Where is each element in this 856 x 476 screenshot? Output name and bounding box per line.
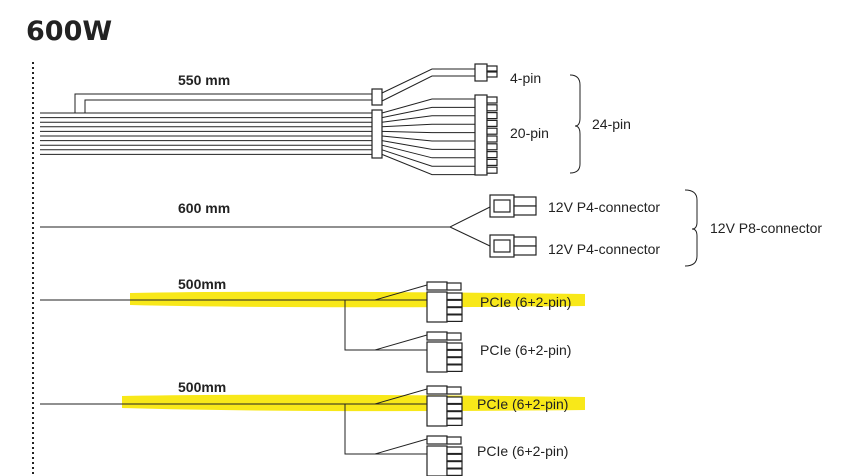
page-title: 600W bbox=[26, 16, 112, 47]
wire bbox=[40, 140, 475, 150]
wire bbox=[40, 206, 491, 247]
pin bbox=[486, 96, 498, 104]
connector-label: 4-pin bbox=[510, 70, 541, 86]
connector-body bbox=[426, 291, 448, 323]
group-label: 12V P8-connector bbox=[710, 220, 822, 236]
pin bbox=[486, 135, 498, 143]
pin bbox=[486, 104, 498, 112]
pin bbox=[446, 453, 463, 462]
pin bbox=[446, 461, 463, 469]
brace bbox=[569, 74, 581, 174]
wire-bundle bbox=[40, 98, 475, 176]
cable-length: 550 mm bbox=[178, 72, 230, 88]
connector-label: 20-pin bbox=[510, 125, 549, 141]
latch bbox=[426, 435, 448, 445]
connector-pcie bbox=[426, 385, 463, 427]
pin bbox=[446, 436, 462, 445]
pin bbox=[446, 349, 463, 358]
connector-p4 bbox=[489, 234, 537, 258]
wire-4pin bbox=[381, 68, 475, 102]
pin bbox=[446, 357, 463, 365]
pin bbox=[486, 127, 498, 135]
connector-pcie bbox=[426, 331, 463, 373]
cable-length: 500mm bbox=[178, 379, 226, 395]
pin bbox=[486, 119, 498, 128]
wire bbox=[40, 135, 475, 142]
pin bbox=[446, 403, 463, 412]
pin bbox=[446, 282, 462, 291]
pin bbox=[446, 299, 463, 308]
wire bbox=[40, 284, 428, 351]
pin bbox=[446, 307, 463, 315]
pin bbox=[486, 143, 498, 151]
latch bbox=[426, 331, 448, 341]
wire bbox=[40, 153, 475, 176]
connector-label: PCIe (6+2-pin) bbox=[477, 396, 568, 412]
pin bbox=[446, 342, 463, 351]
cable-24pin: 550 mm 4-pin 20-pin 24-pin bbox=[40, 63, 631, 176]
connector-body bbox=[426, 395, 448, 427]
connector-body bbox=[426, 341, 448, 373]
pin bbox=[446, 332, 462, 341]
pin bbox=[446, 386, 462, 395]
pin bbox=[446, 446, 463, 455]
pin bbox=[446, 468, 463, 476]
wire bbox=[40, 123, 475, 128]
connector-p4 bbox=[489, 194, 537, 218]
wire bbox=[40, 149, 475, 167]
connector-body bbox=[426, 445, 448, 476]
connector-label: PCIe (6+2-pin) bbox=[480, 342, 571, 358]
connector-label: 12V P4-connector bbox=[548, 241, 660, 257]
cable-pcie-2: 500mm PCIe (6+2-pin) PCIe (6+2-pin) bbox=[40, 379, 585, 476]
wire bbox=[40, 388, 428, 455]
pin bbox=[446, 396, 463, 405]
brace bbox=[684, 189, 698, 267]
pin bbox=[446, 292, 463, 301]
connector-pcie bbox=[426, 435, 463, 476]
group-label: 24-pin bbox=[592, 116, 631, 132]
pin bbox=[486, 166, 498, 174]
wire bbox=[40, 130, 475, 134]
pins bbox=[486, 65, 498, 78]
connector-label: 12V P4-connector bbox=[548, 199, 660, 215]
pin bbox=[446, 411, 463, 419]
wire bbox=[40, 115, 475, 123]
wire-clip bbox=[371, 88, 383, 106]
pin bbox=[446, 364, 463, 372]
pin bbox=[486, 158, 498, 166]
connector-label: PCIe (6+2-pin) bbox=[477, 443, 568, 459]
pin bbox=[486, 71, 498, 78]
connector-4pin bbox=[474, 63, 488, 82]
wire bbox=[40, 144, 475, 159]
cable-pcie-1: 500mm PCIe (6+2-pin) PCIe (6+2-pin) bbox=[40, 276, 585, 373]
pins bbox=[486, 96, 498, 174]
pin bbox=[486, 65, 498, 72]
cable-p8: 600 mm 12V P4-connector 12V P4-connector… bbox=[40, 189, 822, 267]
connector-label: PCIe (6+2-pin) bbox=[480, 294, 571, 310]
pin bbox=[446, 314, 463, 322]
wire bbox=[40, 106, 475, 119]
cable-length: 500mm bbox=[178, 276, 226, 292]
wire bbox=[40, 98, 475, 114]
cable-length: 600 mm bbox=[178, 200, 230, 216]
connector-pcie bbox=[426, 281, 463, 323]
pin bbox=[446, 418, 463, 426]
pin bbox=[486, 111, 498, 120]
latch bbox=[426, 385, 448, 395]
highlight bbox=[122, 394, 585, 412]
latch bbox=[426, 281, 448, 291]
pin bbox=[486, 151, 498, 159]
connector-20pin bbox=[474, 94, 488, 176]
wire-4pin bbox=[74, 93, 372, 113]
wire-clip bbox=[371, 109, 383, 159]
